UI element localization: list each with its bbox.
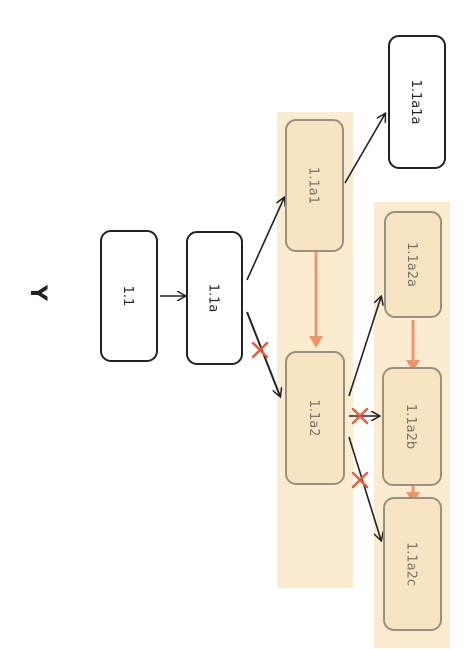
node-1-1a2c: 1.1a2c (383, 497, 442, 631)
edge-1a-1a1 (246, 198, 284, 281)
orientation-mark: Y (25, 284, 50, 302)
edge-1a1-1a1a (344, 114, 385, 184)
node-1-1a1a: 1.1a1a (388, 35, 446, 169)
node-1-1a2: 1.1a2 (285, 351, 345, 485)
svg-text:1.1a2c: 1.1a2c (404, 542, 419, 586)
edge-1a2-1a2c (348, 436, 381, 540)
cross-mark-3 (351, 471, 369, 489)
node-1-1a2b: 1.1a2b (382, 367, 442, 486)
svg-text:1.1a: 1.1a (206, 284, 221, 313)
node-1-1a1: 1.1a1 (285, 119, 344, 252)
svg-text:1.1a2a: 1.1a2a (404, 242, 419, 287)
svg-text:1.1a2: 1.1a2 (306, 400, 321, 437)
node-1-1a2a: 1.1a2a (384, 211, 442, 318)
node-1-1: 1.1 (100, 230, 158, 362)
svg-text:1.1a1: 1.1a1 (306, 167, 321, 204)
edge-1a2-1a2a (348, 297, 381, 397)
svg-text:1.1a1a: 1.1a1a (408, 80, 423, 125)
cross-mark-1 (251, 341, 269, 359)
svg-text:1.1a2b: 1.1a2b (403, 404, 418, 449)
svg-text:1.1: 1.1 (120, 286, 135, 307)
cross-mark-2 (351, 407, 369, 425)
node-1-1a: 1.1a (186, 231, 243, 365)
